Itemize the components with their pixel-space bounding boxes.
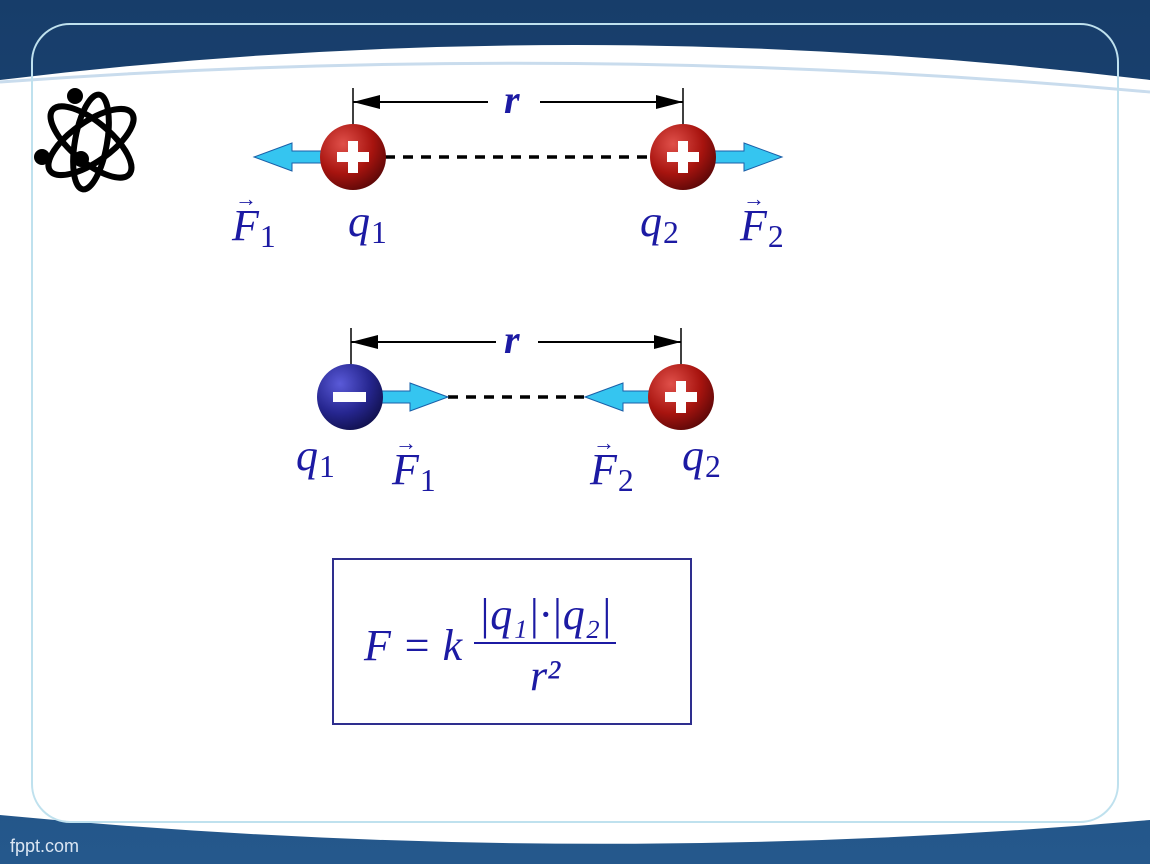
force-arrow-left	[252, 142, 326, 172]
coulomb-formula-box: F = k |q₁|·|q₂| r²	[332, 558, 692, 725]
formula-fraction: |q₁|·|q₂| r²	[474, 589, 617, 701]
formula-lhs: F = k	[364, 620, 463, 670]
force-label-f2-top: →F2	[740, 186, 784, 254]
distance-label-top: r	[504, 77, 520, 122]
charge-label-q1-top: q1	[348, 197, 387, 250]
fraction-bar	[474, 642, 617, 644]
top-diagram	[252, 88, 784, 190]
formula-numerator: |q₁|·|q₂|	[478, 590, 613, 639]
coulomb-formula: F = k |q₁|·|q₂| r²	[364, 585, 617, 705]
force-label-f1-bottom: →F1	[392, 430, 436, 498]
charge-label-q2-top: q2	[640, 197, 679, 250]
force-arrow-f2-bottom	[583, 382, 653, 412]
bottom-diagram	[317, 328, 714, 430]
charge-label-q2-bottom: q2	[682, 431, 721, 484]
atom-icon	[34, 88, 137, 193]
force-label-f1-top: →F1	[232, 186, 276, 254]
force-arrow-right	[711, 142, 784, 172]
distance-label-bottom: r	[504, 317, 520, 362]
force-arrow-f1-bottom	[379, 382, 450, 412]
force-label-f2-bottom: →F2	[590, 430, 634, 498]
footer-brand: fppt.com	[10, 836, 80, 856]
charge-label-q1-bottom: q1	[296, 431, 335, 484]
formula-denominator: r²	[529, 651, 561, 700]
